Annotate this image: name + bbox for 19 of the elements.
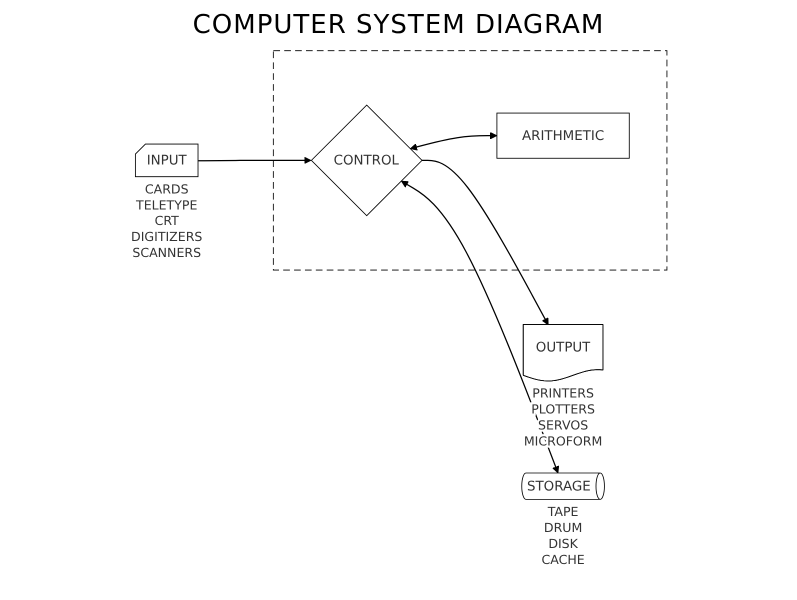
node-caption: CACHE [540, 552, 584, 567]
diagram-title: COMPUTER SYSTEM DIAGRAM [192, 10, 606, 40]
node-box: ARITHMETIC [496, 112, 630, 159]
node-caption: CRT [154, 213, 178, 228]
node-caption: TAPE [547, 504, 578, 520]
node-caption: DISK [548, 536, 578, 551]
node-caption: DRUM [543, 520, 582, 536]
node-caption: PRINTERS [532, 386, 594, 401]
node-caption: TELETYPE [136, 197, 197, 212]
node-diamond: CONTROL [310, 104, 422, 216]
node-caption: DIGITIZERS [130, 229, 202, 244]
node-text: STORAGE [526, 478, 590, 494]
arrow [198, 156, 311, 164]
node-caption: CARDS [144, 181, 188, 196]
arrow [421, 160, 548, 326]
cluster [272, 50, 667, 270]
arrow [409, 132, 497, 151]
node-caption: SCANNERS [132, 245, 201, 260]
arrow [400, 180, 559, 474]
